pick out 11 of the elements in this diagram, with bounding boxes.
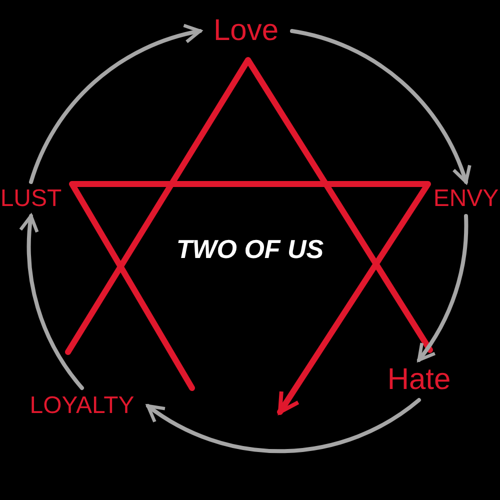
center-title: TWO OF US (175, 236, 325, 262)
curved-arrow (417, 214, 468, 362)
curved-arrow (146, 398, 421, 453)
node-label: LOYALTY (16, 388, 148, 424)
node-label: ENVY (434, 182, 498, 216)
curved-arrow (290, 29, 470, 184)
curved-arrow (20, 214, 84, 390)
node-label: Hate (376, 360, 462, 400)
node-label: Love (200, 12, 292, 50)
curved-arrow (29, 24, 202, 184)
node-label: LUST (0, 182, 62, 216)
